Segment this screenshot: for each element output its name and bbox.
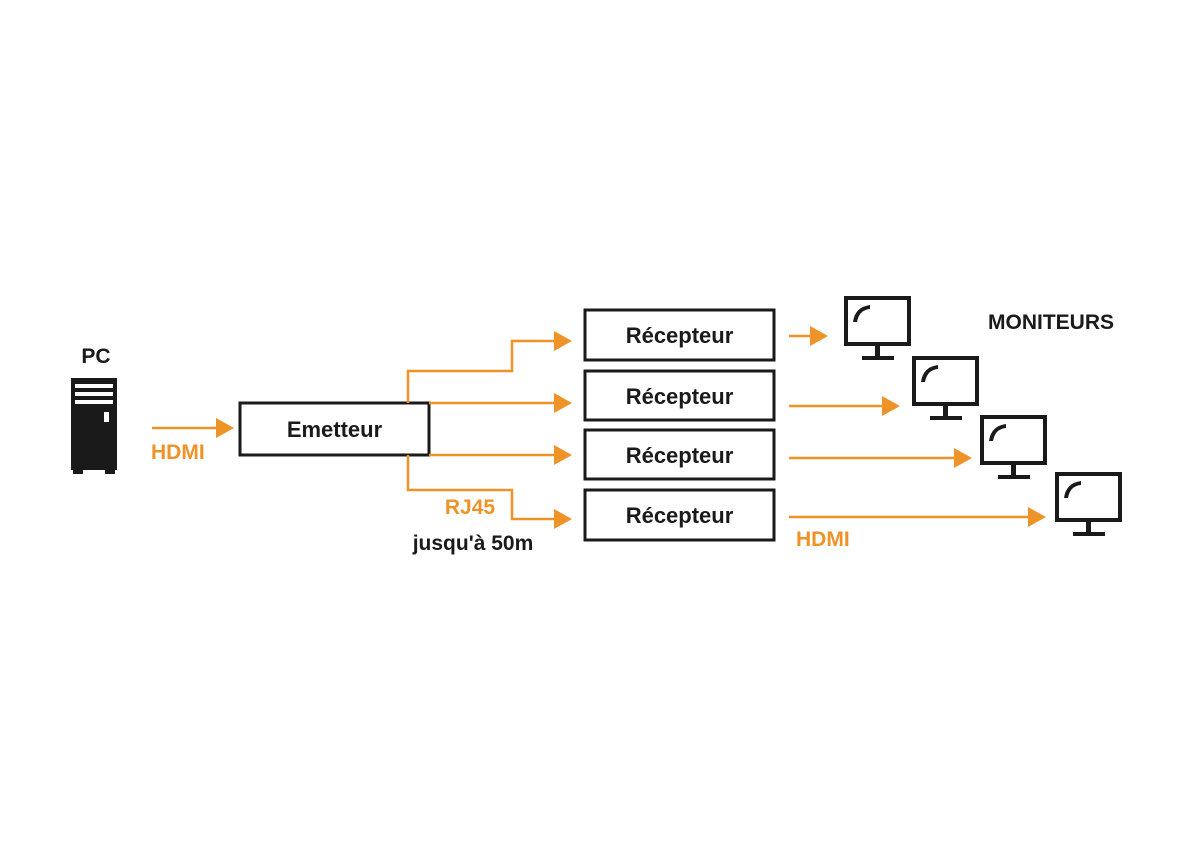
monitor-icon — [980, 415, 1047, 479]
hdmi-output-arrows — [789, 326, 1046, 527]
rj45-label: RJ45 — [445, 496, 496, 519]
receiver-box: Récepteur — [583, 488, 776, 542]
receiver-label: Récepteur — [626, 503, 734, 528]
distance-label: jusqu'à 50m — [412, 532, 534, 555]
receiver-label: Récepteur — [626, 384, 734, 409]
emetteur-box: Emetteur — [238, 401, 431, 457]
receiver-box: Récepteur — [583, 369, 776, 422]
receiver-label: Récepteur — [626, 323, 734, 348]
receiver-box: Récepteur — [583, 308, 776, 362]
monitor-icon — [844, 296, 911, 360]
pc-to-emetteur-arrow — [152, 418, 234, 438]
receiver-label: Récepteur — [626, 443, 734, 468]
emetteur-label: Emetteur — [287, 417, 383, 442]
monitor-icon — [912, 356, 979, 420]
monitors-label: MONITEURS — [988, 311, 1114, 334]
receiver-box: Récepteur — [583, 428, 776, 481]
pc-hdmi-label: HDMI — [151, 441, 205, 464]
rj45-wiring — [406, 331, 572, 529]
pc-label: PC — [81, 345, 110, 368]
monitor-icon — [1055, 472, 1122, 536]
output-hdmi-label: HDMI — [796, 528, 850, 551]
pc-tower-icon — [71, 378, 117, 474]
